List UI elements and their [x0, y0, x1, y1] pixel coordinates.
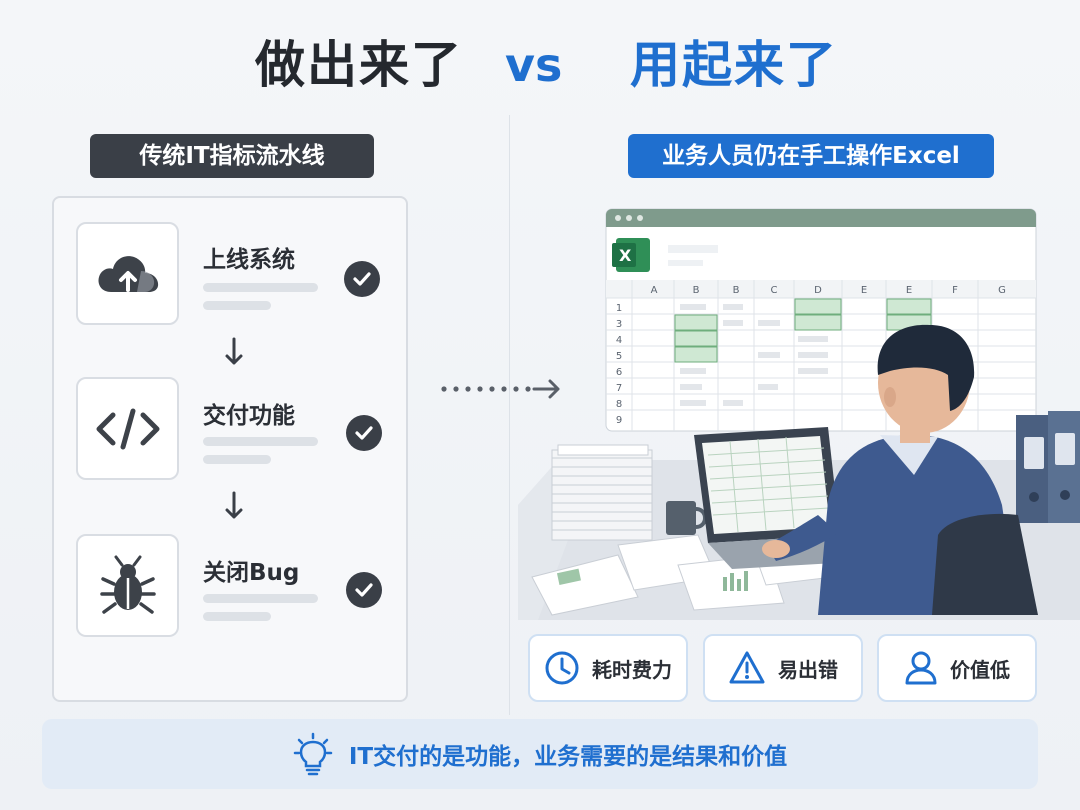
warning-icon	[729, 651, 765, 684]
step-2-line-1	[203, 437, 318, 446]
pipeline-tag: 传统IT指标流水线	[90, 134, 374, 178]
arrow-down-icon	[225, 337, 243, 365]
clock-icon	[545, 651, 579, 685]
step-3-line-1	[203, 594, 318, 603]
issue-card-time: 耗时费力	[528, 634, 688, 702]
conclusion-banner: IT交付的是功能，业务需要的是结果和价值	[42, 719, 1038, 789]
issue-label-error: 易出错	[778, 657, 838, 682]
step-2-icon-box	[76, 377, 179, 480]
bug-icon	[99, 555, 156, 614]
svg-text:7: 7	[616, 383, 622, 394]
title-vs: vs	[505, 38, 563, 92]
svg-text:D: D	[814, 285, 822, 296]
issue-label-value: 价值低	[950, 657, 1010, 682]
svg-text:3: 3	[616, 319, 622, 330]
step-1-line-1	[203, 283, 318, 292]
step-1-icon-box	[76, 222, 179, 325]
title-left: 做出来了	[255, 36, 463, 94]
step-1-label: 上线系统	[203, 247, 295, 273]
step-3-icon-box	[76, 534, 179, 637]
issue-label-time: 耗时费力	[592, 657, 672, 682]
conclusion-text: IT交付的是功能，业务需要的是结果和价值	[348, 744, 788, 770]
svg-text:A: A	[651, 285, 658, 296]
issue-card-error: 易出错	[703, 634, 863, 702]
step-3-label: 关闭Bug	[203, 560, 300, 586]
svg-text:F: F	[952, 285, 958, 296]
svg-text:5: 5	[616, 351, 622, 362]
step-1-line-2	[203, 301, 271, 310]
issue-card-value: 价值低	[877, 634, 1037, 702]
svg-text:E: E	[861, 285, 867, 296]
user-icon	[905, 651, 937, 685]
office-worker-illustration: X A B B C D E E F G 1 3 4 5 6 7 8 9	[518, 208, 1080, 620]
svg-text:B: B	[733, 285, 740, 296]
code-icon	[96, 408, 159, 449]
manual-excel-tag: 业务人员仍在手工操作Excel	[628, 134, 994, 178]
step-3-check-icon	[346, 572, 382, 608]
svg-text:B: B	[693, 285, 700, 296]
arrow-down-icon	[225, 491, 243, 519]
svg-text:G: G	[998, 285, 1006, 296]
svg-text:9: 9	[616, 415, 622, 426]
cloud-upload-icon	[98, 255, 158, 292]
svg-text:X: X	[619, 246, 632, 265]
center-divider	[509, 115, 510, 715]
step-2-line-2	[203, 455, 271, 464]
svg-text:E: E	[906, 285, 912, 296]
title-row: 做出来了 vs 用起来了	[0, 30, 1080, 100]
svg-text:1: 1	[616, 303, 622, 314]
step-3-line-2	[203, 612, 271, 621]
step-2-check-icon	[346, 415, 382, 451]
svg-text:C: C	[771, 285, 778, 296]
dotted-arrow-icon	[441, 379, 560, 399]
svg-text:8: 8	[616, 399, 622, 410]
svg-text:6: 6	[616, 367, 622, 378]
svg-text:4: 4	[616, 335, 622, 346]
step-1-check-icon	[344, 261, 380, 297]
lightbulb-icon	[293, 732, 333, 776]
step-2-label: 交付功能	[203, 403, 295, 429]
title-right: 用起来了	[630, 36, 838, 94]
